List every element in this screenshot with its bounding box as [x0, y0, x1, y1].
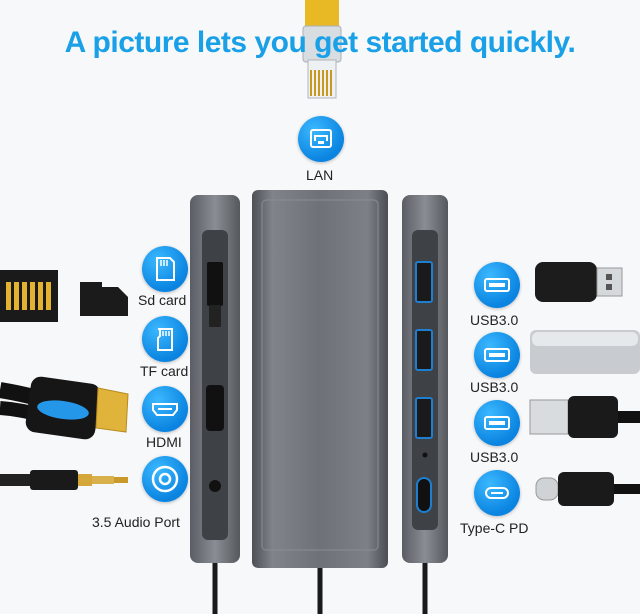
usb2-label: USB3.0 [470, 379, 519, 395]
sd-card-illustration [0, 270, 128, 322]
usb-icon [474, 332, 520, 378]
tf-card-icon [142, 316, 188, 362]
usb-c-icon [474, 470, 520, 516]
typec-label: Type-C PD [460, 520, 529, 536]
usb-a-cable [529, 396, 640, 438]
hdmi-label: HDMI [146, 434, 182, 450]
usb1-label: USB3.0 [470, 312, 519, 328]
type-c-cable [535, 472, 640, 506]
usb-flash-drive [530, 330, 640, 374]
sd-card-icon [142, 246, 188, 292]
audio-jack-icon [142, 456, 188, 502]
usb3-label: USB3.0 [470, 449, 519, 465]
usb-icon [474, 262, 520, 308]
audio-cable [0, 470, 128, 490]
lan-connector [302, 0, 342, 99]
sd-card-label: Sd card [138, 292, 187, 308]
hdmi-icon [142, 386, 188, 432]
ethernet-icon [298, 116, 344, 162]
tf-card-label: TF card [140, 363, 189, 379]
usb-icon [474, 400, 520, 446]
audio-label: 3.5 Audio Port [92, 514, 180, 530]
usb-dongle [535, 262, 623, 302]
headline: A picture lets you get started quickly. [64, 26, 576, 59]
lan-label: LAN [306, 167, 334, 183]
hdmi-cable [0, 376, 129, 440]
